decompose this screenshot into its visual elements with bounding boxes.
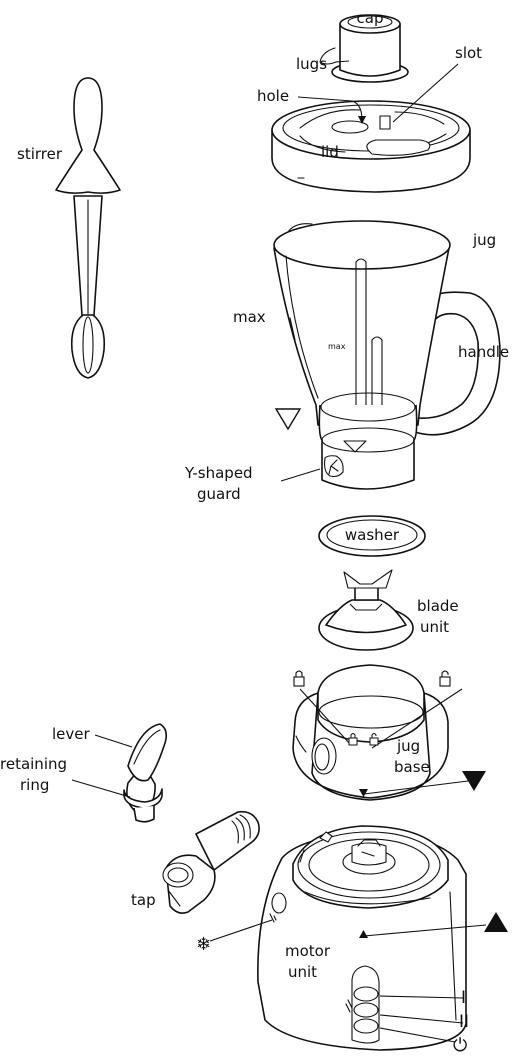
max-label: max	[233, 308, 266, 326]
blade-label-line1: blade	[417, 597, 459, 615]
motor-label-line2: unit	[288, 963, 317, 981]
padlock-open-icon	[439, 670, 451, 687]
up-triangle-icon	[484, 912, 508, 932]
down-triangle-icon	[274, 408, 302, 431]
guard-label-line1: Y-shaped	[184, 464, 253, 482]
handle-label: handle	[458, 343, 509, 361]
motor-label-line1: motor	[285, 942, 331, 960]
washer-part	[318, 515, 426, 557]
washer-label: washer	[345, 526, 400, 544]
cap-label: cap	[357, 9, 384, 27]
max-mark-label: max	[328, 342, 346, 351]
guard-label-line2: guard	[197, 485, 241, 503]
stirrer-label: stirrer	[17, 145, 63, 163]
stirrer-part	[55, 77, 121, 379]
tap-part	[162, 810, 260, 914]
lugs-label: lugs	[296, 55, 327, 73]
leader-lines	[71, 60, 487, 1043]
jug-base-label-line2: base	[394, 758, 430, 776]
padlock-open-icon	[369, 733, 379, 746]
retaining-label-line1: retaining	[0, 755, 67, 773]
jug-label: jug	[472, 231, 496, 249]
blade-unit-part	[318, 569, 414, 651]
jug-base-part	[292, 664, 449, 801]
blade-label-line2: unit	[420, 618, 449, 636]
cap-part	[319, 14, 409, 83]
tap-label: tap	[131, 891, 156, 909]
slot-label: slot	[455, 44, 482, 62]
snowflake-icon: ❄	[196, 934, 211, 955]
up-triangle-icon	[359, 930, 368, 938]
padlock-closed-icon	[293, 670, 305, 687]
hole-label: hole	[257, 87, 289, 105]
jug-part	[273, 220, 501, 490]
lever-part	[123, 723, 168, 823]
lid-part	[271, 100, 471, 193]
power-icon: ⏻	[453, 1035, 467, 1056]
speed-1-label: I	[461, 988, 466, 1008]
down-triangle-icon	[359, 789, 368, 797]
jug-base-label-line1: jug	[396, 737, 420, 755]
padlock-closed-icon	[348, 733, 358, 746]
down-triangle-icon	[462, 771, 486, 791]
speed-2-label: II	[459, 1012, 469, 1032]
lever-label: lever	[52, 725, 91, 743]
retaining-label-line2: ring	[20, 776, 49, 794]
lid-label: lid	[321, 143, 339, 161]
motor-unit-part	[257, 825, 467, 1051]
